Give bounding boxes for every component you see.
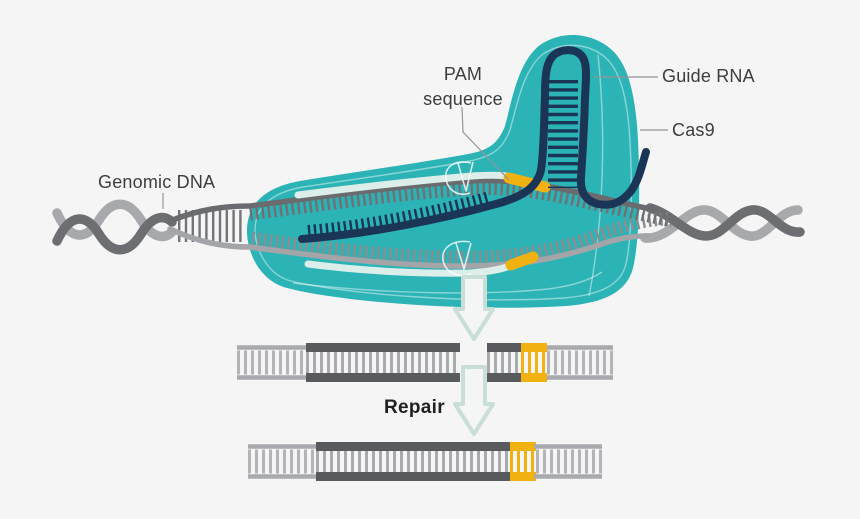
cut-mark-top (445, 161, 472, 195)
pam-label-line2: sequence (423, 89, 503, 109)
pam-sequence-label: PAM sequence (402, 62, 524, 112)
dna-bottom-strand-backbone (167, 226, 651, 269)
genomic-dna-helix-left (52, 199, 177, 255)
label-connectors (162, 76, 668, 209)
pam-segment-bottom (505, 251, 539, 271)
guide-rna-teeth (307, 191, 492, 237)
dna-top-strand-highlight (294, 171, 510, 199)
genomic-dna-helix-right (640, 203, 805, 243)
repair-rails-pam (510, 442, 536, 481)
cas9-inner-outline (254, 44, 632, 301)
cut-right-rails-thin (547, 345, 613, 380)
connector-pam (461, 106, 510, 181)
repair-rails-thin-left (248, 444, 318, 479)
cas9-inner-line-vertical (588, 54, 604, 297)
process-arrows (453, 275, 495, 436)
cut-mark-bottom-zigzag (455, 242, 472, 270)
pam-segment-top (503, 172, 551, 193)
dna-bottom-strand (167, 212, 669, 277)
cut-site-marks (442, 161, 474, 277)
cut-right-rails-dark (487, 343, 521, 382)
cas9-inner-line-bottom (292, 271, 603, 294)
cut-left-rails-thin (237, 345, 308, 380)
pam-label-line1: PAM (443, 64, 483, 84)
cut-left-rails-dark (306, 343, 460, 382)
dna-bottom-strand-highlight (304, 260, 511, 277)
repair-rails-dark (316, 442, 510, 481)
cut-mark-top-zigzag (457, 161, 474, 192)
guide-rna-backbone (298, 46, 650, 243)
cas9-label: Cas9 (672, 120, 715, 140)
guide-rna-strand (298, 46, 650, 243)
repair-rails-thin-right (534, 444, 602, 479)
dna-cut-row (237, 343, 613, 382)
down-arrow-icon-1 (453, 275, 495, 341)
dna-top-strand-teeth (249, 181, 674, 228)
cut-right-rails-pam (521, 343, 547, 382)
dna-repaired-row (248, 442, 602, 481)
down-arrow-icon-2 (453, 365, 495, 436)
guide-rna-label: Guide RNA (662, 66, 755, 86)
cut-mark-bottom (442, 240, 472, 277)
genomic-dna-label: Genomic DNA (98, 172, 216, 192)
repair-label: Repair (384, 397, 445, 418)
dna-bottom-strand-teeth (251, 212, 669, 264)
